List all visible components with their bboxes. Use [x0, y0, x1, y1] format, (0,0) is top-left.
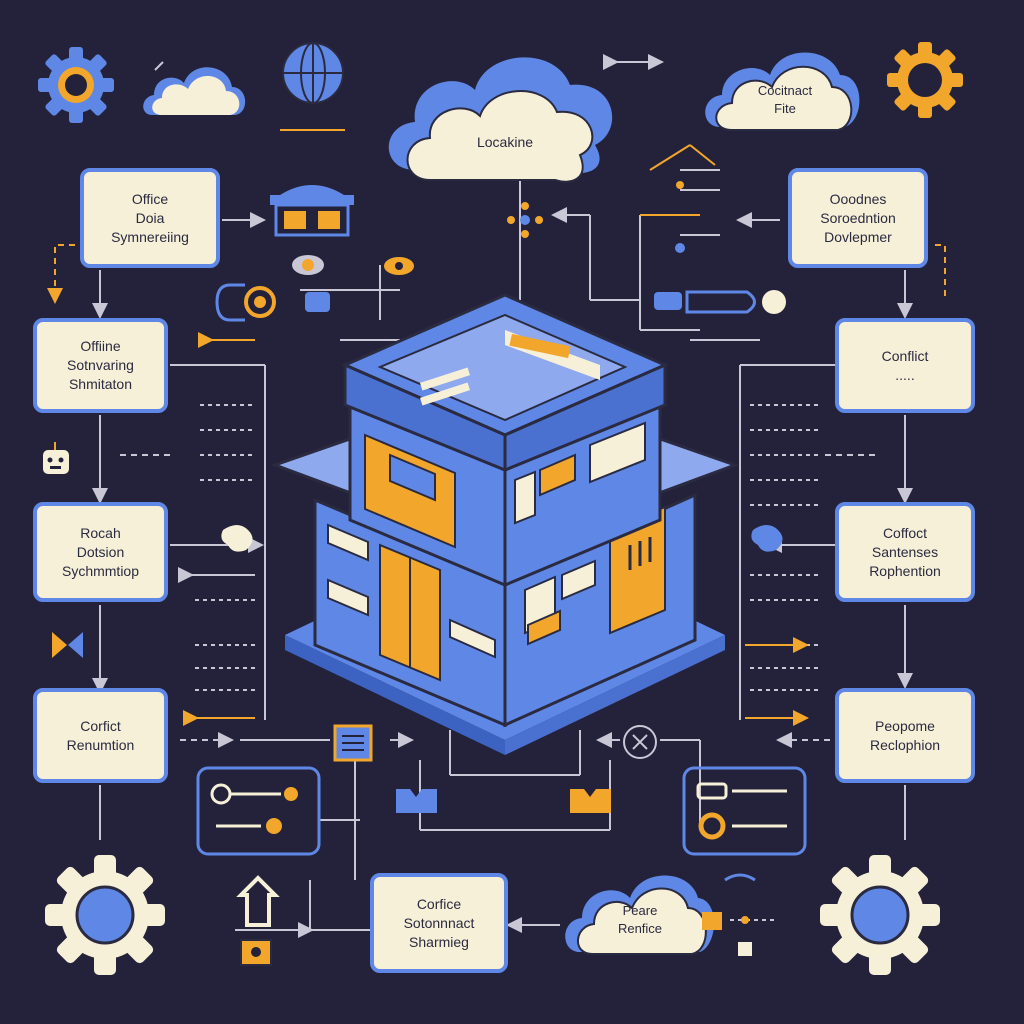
node-box-left-3: Rocah Dotsion Sychmmtiop [33, 502, 168, 602]
node-text: Corfice [416, 895, 462, 912]
node-text: Sotnvaring [67, 357, 134, 373]
document-icon [333, 724, 373, 762]
node-text: Doia [135, 209, 165, 226]
cloud-text-line: Cocitnact [757, 83, 813, 98]
puzzle-icon [221, 525, 253, 552]
close-circle-icon [623, 725, 657, 759]
cloud-text-line: Locakine [476, 134, 534, 150]
node-text: Dotsion [76, 543, 125, 560]
robot-icon [43, 442, 69, 474]
control-panel-icon [682, 766, 807, 856]
cloud-icon [565, 875, 714, 955]
node-box-left-4: Corfict Renumtion [33, 688, 168, 783]
building-icon [270, 293, 740, 755]
node-text: Corfict [80, 717, 121, 734]
gear-icon [887, 42, 963, 118]
eye-icon [292, 255, 324, 275]
cloud-text-line: Peare [622, 903, 658, 918]
cloud-icon [388, 57, 613, 183]
tray-icon [570, 789, 611, 813]
node-text: Peopome [875, 717, 935, 734]
gear-icon [45, 855, 165, 975]
node-box-right-4: Peopome Reclophion [835, 688, 975, 783]
cloud-text-line: Fite [774, 101, 796, 116]
node-box-bottom: Corfice Sotonnnact Sharmieg [370, 873, 508, 973]
cloud-icon [143, 67, 246, 115]
node-text: Reclophion [869, 736, 941, 753]
node-text: Soroedntion [820, 209, 896, 226]
gear-icon [820, 855, 940, 975]
node-text: Shmitaton [68, 376, 133, 392]
bowtie-icon [52, 632, 83, 658]
branch-icon [675, 169, 720, 253]
gear-icon [38, 47, 114, 123]
connector-icon [654, 290, 786, 314]
cloud-label-top-center: Locakine [445, 133, 565, 151]
node-box-right-2: Conflict ..... [835, 318, 975, 413]
cloud-text-line: Renfice [617, 921, 663, 936]
node-text: Office [131, 190, 169, 207]
eye-icon [384, 257, 414, 275]
node-text: Sychmmtiop [61, 562, 140, 579]
node-text: Santenses [871, 543, 939, 560]
node-box-right-3: Coffoct Santenses Rophention [835, 502, 975, 602]
control-panel-icon [196, 766, 321, 856]
node-text: Ooodnes [829, 190, 887, 207]
node-text: Sotonnnact [403, 914, 475, 931]
node-text: Conflict [881, 347, 929, 364]
cloud-label-top-right: Cocitnact Fite [730, 82, 840, 118]
node-box-left-1: Office Doia Symnereiing [80, 168, 220, 268]
node-box-left-2: Offiine Sotnvaring Shmitaton [33, 318, 168, 413]
node-text: Rocah [80, 524, 121, 541]
node-text: Coffoct [882, 524, 928, 541]
node-text: Sharmieg [409, 933, 469, 950]
lock-icon [236, 875, 280, 966]
server-icon [270, 185, 354, 237]
connector-icon [215, 283, 330, 322]
cloud-icon [705, 52, 860, 131]
globe-icon [282, 42, 344, 104]
node-box-right-1: Ooodnes Soroedntion Dovlepmer [788, 168, 928, 268]
node-text: Dovlepmer [824, 228, 892, 245]
node-text: Rophention [869, 562, 941, 579]
tray-icon [396, 789, 437, 813]
node-text: ..... [895, 366, 915, 383]
hub-icon [507, 202, 543, 238]
node-text: Offiine [80, 338, 121, 354]
node-text: Renumtion [66, 736, 135, 753]
node-text: Symnereiing [111, 228, 189, 245]
plug-icon [702, 873, 775, 956]
cloud-label-bottom-center: Peare Renfice [580, 902, 700, 938]
puzzle-icon [751, 525, 783, 552]
